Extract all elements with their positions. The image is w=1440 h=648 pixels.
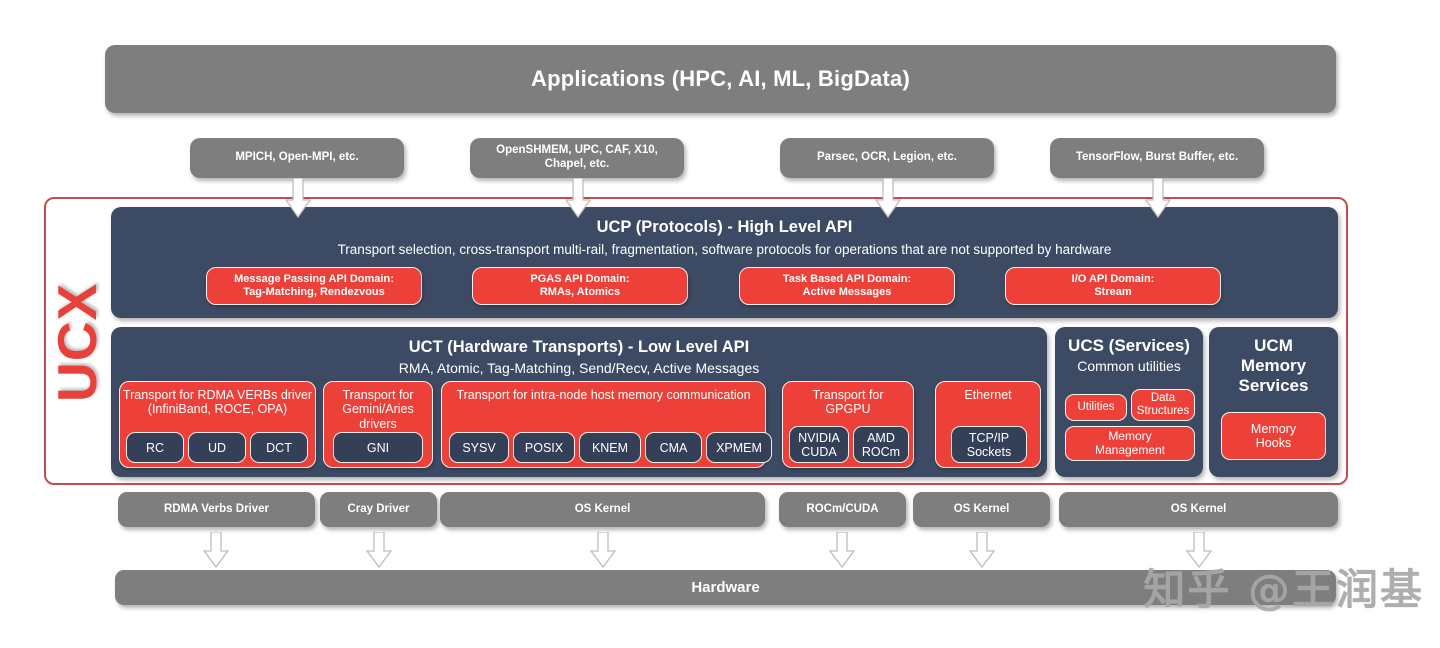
down-arrow-icon: [366, 532, 392, 568]
uct-transport-chip-sysv: SYSV: [449, 432, 509, 463]
middleware-label: Parsec, OCR, Legion, etc.: [817, 151, 957, 164]
driver-label: OS Kernel: [1170, 502, 1227, 515]
uct-subtitle: RMA, Atomic, Tag-Matching, Send/Recv, Ac…: [398, 360, 760, 376]
driver-box-cray: Cray Driver: [320, 492, 437, 527]
middleware-box-openshmem: OpenSHMEM, UPC, CAF, X10,Chapel, etc.: [470, 138, 684, 178]
watermark: 知乎 @王润基: [1143, 565, 1424, 614]
driver-label: OS Kernel: [574, 502, 631, 515]
uct-title: UCT (Hardware Transports) - Low Level AP…: [408, 338, 750, 356]
driver-label: RDMA Verbs Driver: [163, 502, 270, 515]
middleware-box-parsec: Parsec, OCR, Legion, etc.: [780, 138, 994, 178]
ucs-title: UCS (Services): [1068, 336, 1190, 355]
ucp-domain-message-passing: Message Passing API Domain:Tag-Matching,…: [206, 267, 422, 305]
middleware-label: TensorFlow, Burst Buffer, etc.: [1075, 151, 1239, 164]
uct-group-rdma-verbs: Transport for RDMA VERBs driver(InfiniBa…: [119, 381, 316, 468]
down-arrow-icon: [1186, 532, 1212, 568]
uct-group-title: Ethernet: [964, 388, 1012, 402]
driver-box-os-kernel-1: OS Kernel: [440, 492, 765, 527]
driver-box-rocm-cuda: ROCm/CUDA: [779, 492, 906, 527]
down-arrow-icon: [565, 178, 591, 218]
uct-group-intra-node: Transport for intra-node host memory com…: [441, 381, 772, 468]
ucp-subtitle: Transport selection, cross-transport mul…: [337, 242, 1112, 257]
ucp-domain-io: I/O API Domain:Stream: [1005, 267, 1221, 305]
ucp-domain-task-based: Task Based API Domain:Active Messages: [739, 267, 955, 305]
uct-transport-chip-xpmem: XPMEM: [706, 432, 772, 463]
driver-box-os-kernel-2: OS Kernel: [913, 492, 1050, 527]
down-arrow-icon: [203, 532, 229, 568]
down-arrow-icon: [969, 532, 995, 568]
hardware-label: Hardware: [691, 578, 760, 596]
down-arrow-icon: [285, 178, 311, 218]
middleware-box-tensorflow: TensorFlow, Burst Buffer, etc.: [1050, 138, 1264, 178]
applications-label: Applications (HPC, AI, ML, BigData): [531, 66, 910, 92]
uct-transport-chip-knem: KNEM: [579, 432, 641, 463]
ucp-domain-label: PGAS API Domain:RMAs, Atomics: [530, 273, 630, 298]
ucp-domain-label: I/O API Domain:Stream: [1071, 273, 1155, 298]
driver-box-os-kernel-3: OS Kernel: [1059, 492, 1338, 527]
middleware-label: MPICH, Open-MPI, etc.: [235, 151, 359, 164]
uct-transport-chip-posix: POSIX: [513, 432, 575, 463]
uct-transport-chip-dct: DCT: [250, 432, 308, 463]
uct-transport-chip-rc: RC: [126, 432, 184, 463]
applications-bar: Applications (HPC, AI, ML, BigData): [105, 45, 1336, 113]
uct-group-title: Transport for intra-node host memory com…: [456, 388, 751, 402]
uct-transport-chip-ud: UD: [188, 432, 246, 463]
ucp-domain-label: Task Based API Domain:Active Messages: [782, 273, 912, 298]
uct-transport-chip-gni: GNI: [333, 432, 423, 463]
middleware-box-mpi: MPICH, Open-MPI, etc.: [190, 138, 404, 178]
ucs-item-utilities: Utilities: [1065, 394, 1127, 421]
ucp-title: UCP (Protocols) - High Level API: [596, 218, 853, 236]
driver-label: OS Kernel: [953, 502, 1010, 515]
ucp-domain-pgas: PGAS API Domain:RMAs, Atomics: [472, 267, 688, 305]
driver-label: ROCm/CUDA: [806, 502, 879, 515]
uct-group-title: Transport for RDMA VERBs driver(InfiniBa…: [122, 388, 313, 417]
hardware-bar: Hardware: [115, 570, 1336, 605]
ucx-label: UCX: [46, 282, 108, 403]
down-arrow-icon: [1145, 178, 1171, 218]
driver-label: Cray Driver: [347, 502, 410, 515]
down-arrow-icon: [590, 532, 616, 568]
uct-transport-chip-cma: CMA: [645, 432, 702, 463]
ucs-subtitle: Common utilities: [1077, 358, 1181, 374]
ucp-domain-label: Message Passing API Domain:Tag-Matching,…: [234, 273, 394, 298]
down-arrow-icon: [829, 532, 855, 568]
driver-box-rdma-verbs: RDMA Verbs Driver: [118, 492, 315, 527]
down-arrow-icon: [875, 178, 901, 218]
ucs-panel: UCS (Services) Common utilities Utilitie…: [1055, 327, 1203, 477]
middleware-label: OpenSHMEM, UPC, CAF, X10,Chapel, etc.: [496, 144, 658, 170]
